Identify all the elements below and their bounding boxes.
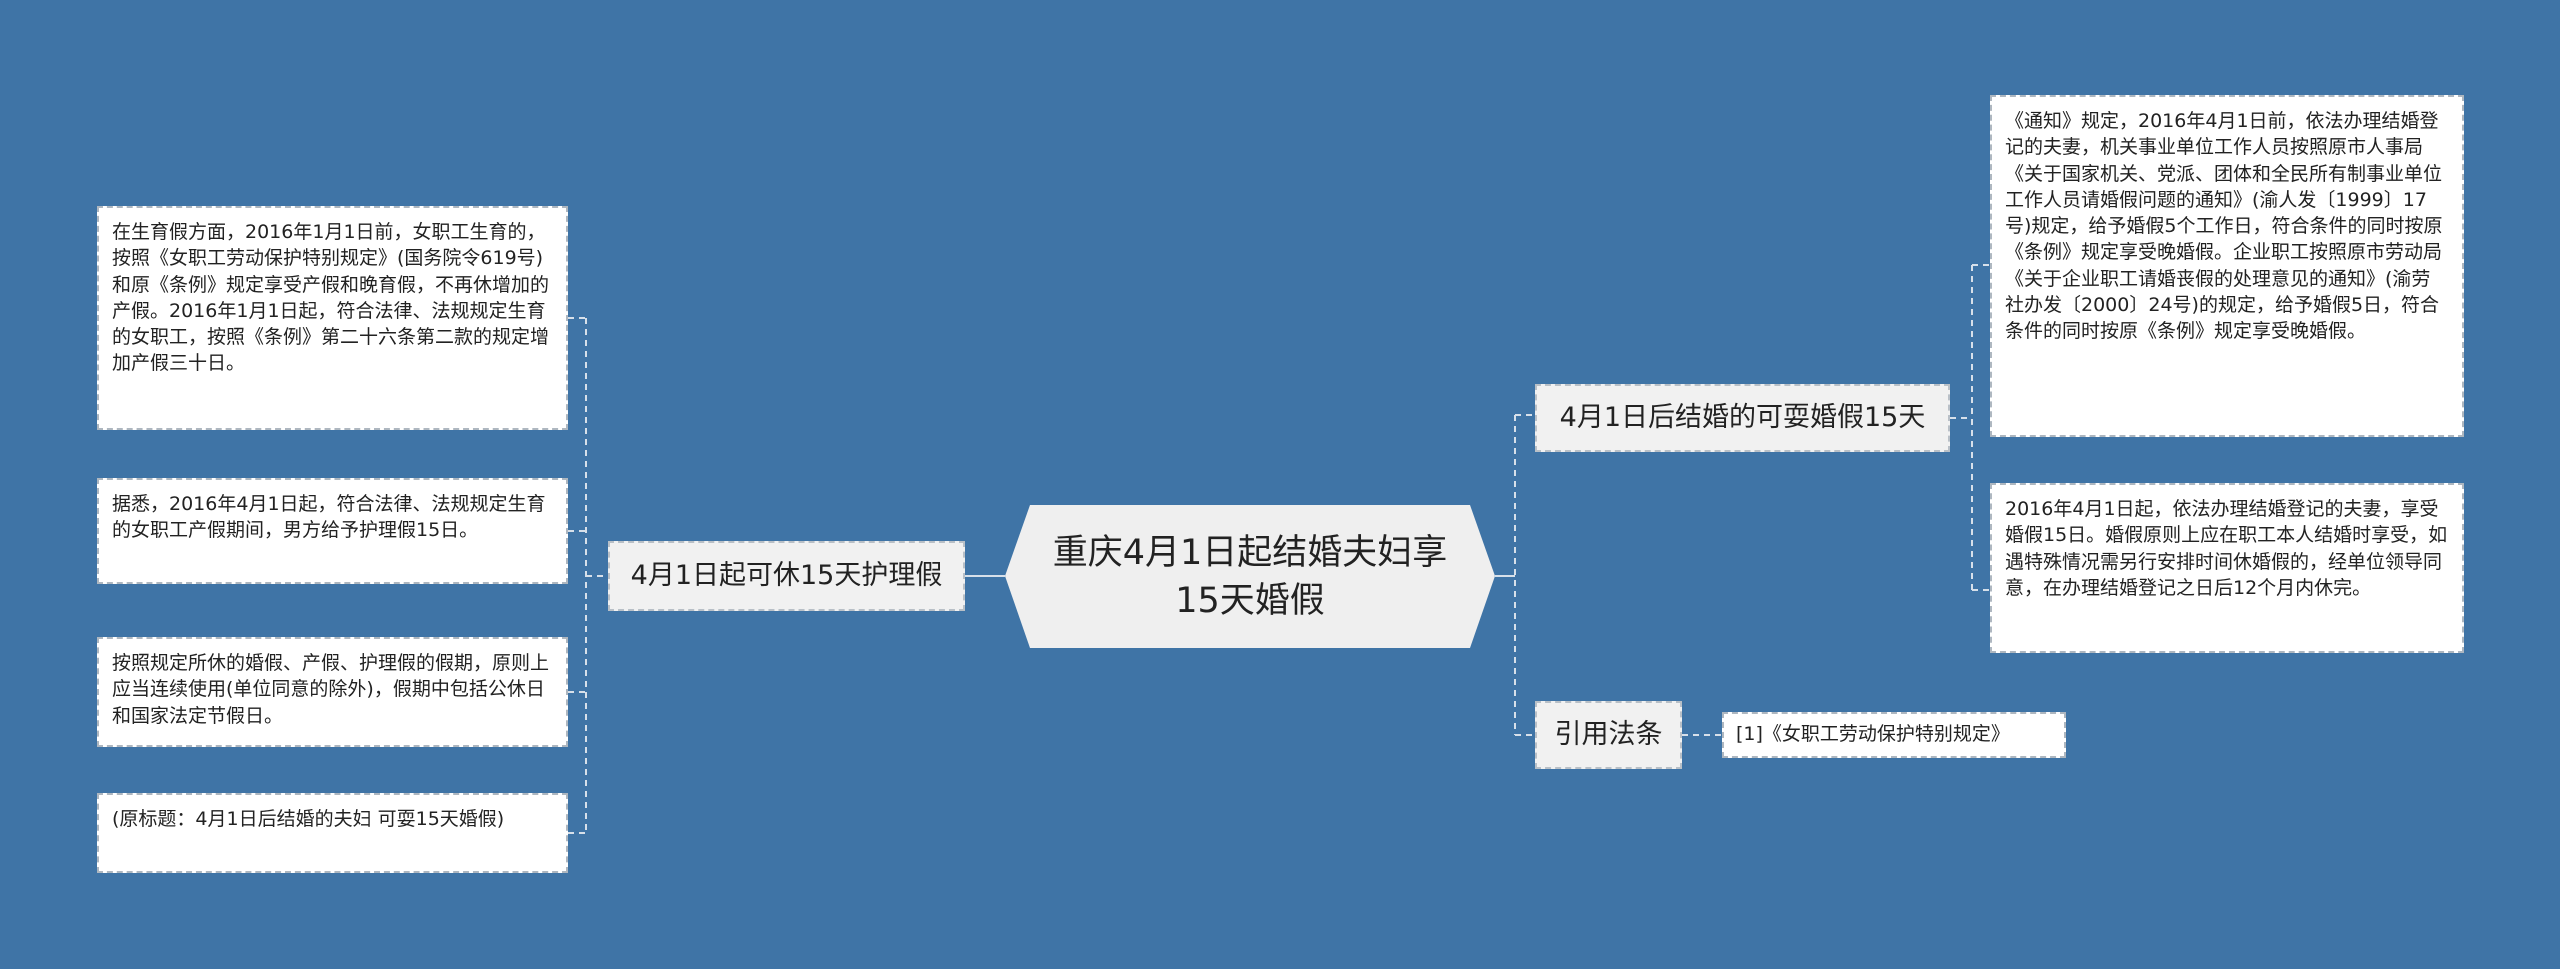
central-topic-title: 重庆4月1日起结婚夫妇享15天婚假: [1052, 532, 1448, 621]
leaf-paternity-leave[interactable]: 据悉，2016年4月1日起，符合法律、法规规定生育的女职工产假期间，男方给予护理…: [97, 478, 568, 584]
leaf-text: 2016年4月1日起，依法办理结婚登记的夫妻，享受婚假15日。婚假原则上应在职工…: [2005, 498, 2448, 599]
branch-marriage-leave-label: 4月1日后结婚的可耍婚假15天: [1559, 402, 1926, 433]
branch-nursing-leave-label: 4月1日起可休15天护理假: [630, 560, 943, 591]
leaf-notice-after[interactable]: 2016年4月1日起，依法办理结婚登记的夫妻，享受婚假15日。婚假原则上应在职工…: [1990, 483, 2464, 653]
leaf-text: 在生育假方面，2016年1月1日前，女职工生育的，按照《女职工劳动保护特别规定》…: [112, 221, 550, 375]
leaf-notice-before[interactable]: 《通知》规定，2016年4月1日前，依法办理结婚登记的夫妻，机关事业单位工作人员…: [1990, 95, 2464, 437]
branch-cited-law-label: 引用法条: [1554, 719, 1663, 750]
leaf-original-title[interactable]: (原标题：4月1日后结婚的夫妇 可耍15天婚假): [97, 793, 568, 873]
branch-nursing-leave[interactable]: 4月1日起可休15天护理假: [608, 541, 965, 611]
leaf-text: 按照规定所休的婚假、产假、护理假的假期，原则上应当连续使用(单位同意的除外)，假…: [112, 652, 550, 727]
leaf-text: 据悉，2016年4月1日起，符合法律、法规规定生育的女职工产假期间，男方给予护理…: [112, 493, 546, 542]
branch-cited-law[interactable]: 引用法条: [1535, 701, 1682, 769]
leaf-text: [1]《女职工劳动保护特别规定》: [1736, 723, 2010, 745]
branch-marriage-leave[interactable]: 4月1日后结婚的可耍婚假15天: [1535, 384, 1950, 452]
leaf-continuous-use[interactable]: 按照规定所休的婚假、产假、护理假的假期，原则上应当连续使用(单位同意的除外)，假…: [97, 637, 568, 747]
leaf-text: 《通知》规定，2016年4月1日前，依法办理结婚登记的夫妻，机关事业单位工作人员…: [2005, 110, 2443, 343]
central-topic[interactable]: 重庆4月1日起结婚夫妇享15天婚假: [1005, 505, 1495, 648]
leaf-law-citation[interactable]: [1]《女职工劳动保护特别规定》: [1722, 712, 2066, 758]
leaf-text: (原标题：4月1日后结婚的夫妇 可耍15天婚假): [112, 808, 505, 830]
leaf-maternity-leave[interactable]: 在生育假方面，2016年1月1日前，女职工生育的，按照《女职工劳动保护特别规定》…: [97, 206, 568, 430]
